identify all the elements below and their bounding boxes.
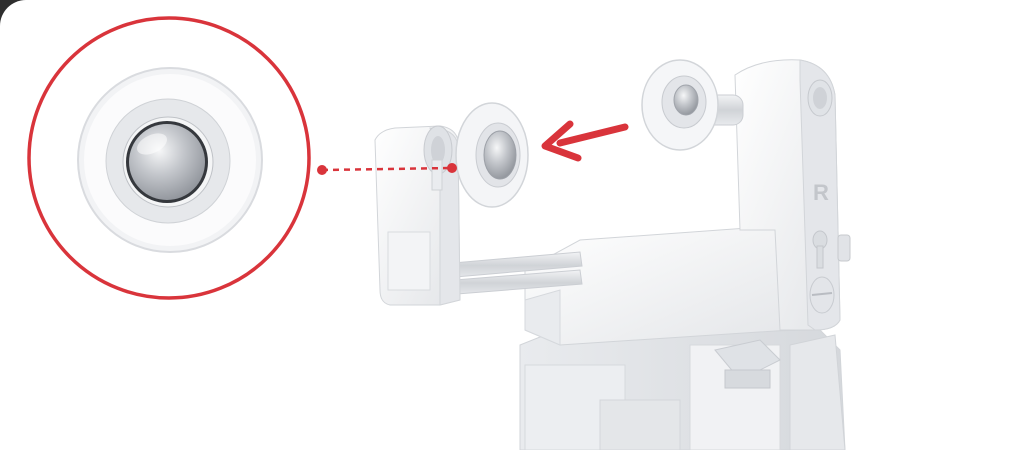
stud-holder-disc: [641, 59, 744, 151]
instrument-base: [519, 329, 846, 450]
magnified-callout: [27, 16, 311, 300]
insert-direction-arrow: [541, 120, 629, 162]
clasp: [455, 102, 529, 208]
side-letter-marking: R: [813, 180, 829, 205]
clasp-holder: [374, 125, 461, 306]
instrument-upright: R: [734, 59, 851, 331]
callout-leader-line: [317, 163, 457, 175]
